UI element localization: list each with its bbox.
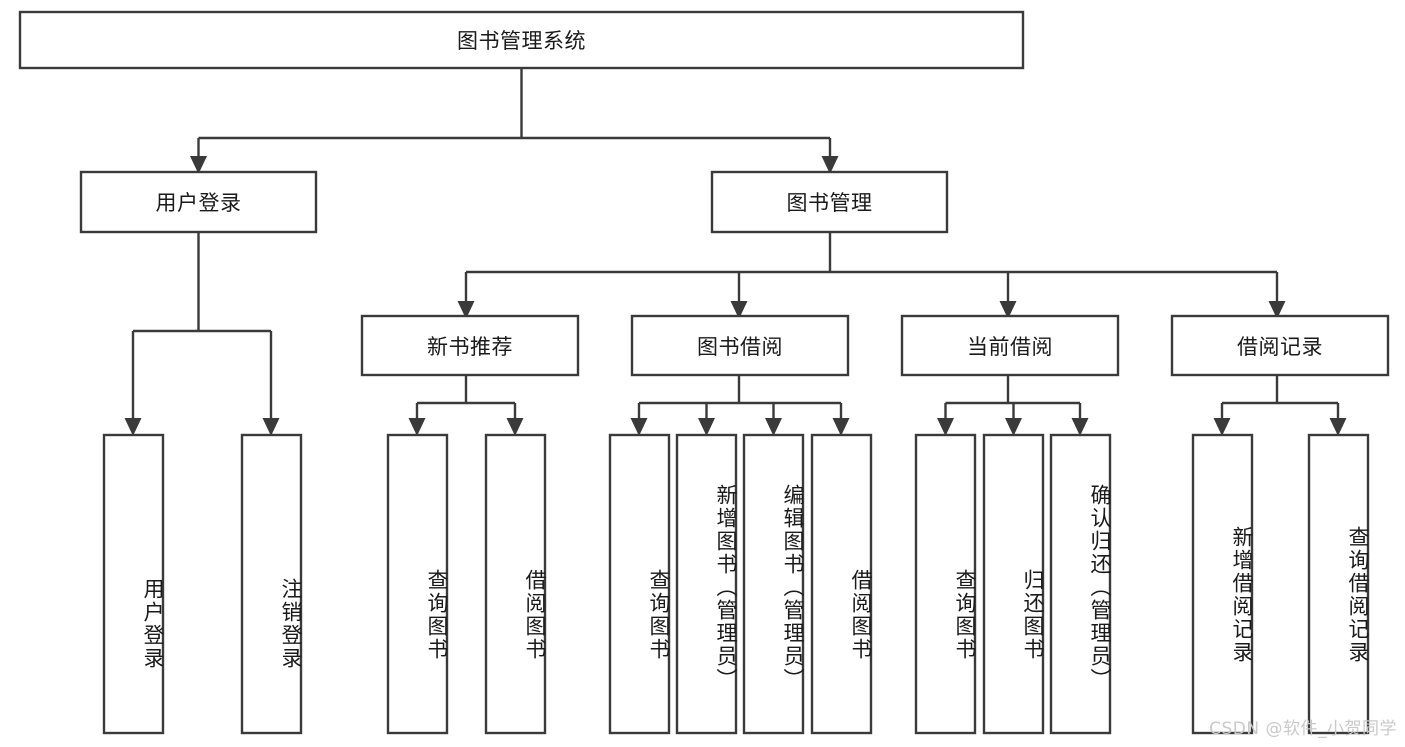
leaf-confirm-return-box[interactable] <box>1049 433 1112 735</box>
leaf-add-record-box[interactable] <box>1191 433 1254 735</box>
arrowhead-group <box>124 156 1347 436</box>
leaf-edit-book-box[interactable] <box>742 433 805 735</box>
leaf-user-login-box[interactable] <box>102 433 165 735</box>
leaf-borrow-book-2-box[interactable] <box>810 433 873 735</box>
leaf-user-logout-box[interactable] <box>240 433 303 735</box>
arrowhead-icon <box>698 418 715 436</box>
arrowhead-icon <box>999 301 1017 319</box>
arrowhead-icon <box>1071 418 1089 436</box>
node-borrow-record-box[interactable] <box>1170 314 1390 377</box>
node-root-box[interactable] <box>18 10 1025 70</box>
arrowhead-icon <box>630 418 648 436</box>
node-box-group <box>18 10 1390 735</box>
arrowhead-icon <box>821 156 839 174</box>
node-book-borrow-box[interactable] <box>630 314 850 377</box>
node-user-login-box[interactable] <box>79 170 318 234</box>
arrowhead-icon <box>832 418 850 436</box>
arrowhead-icon <box>190 156 207 174</box>
arrowhead-icon <box>262 418 280 436</box>
arrowhead-icon <box>765 418 782 436</box>
leaf-query-book-3-box[interactable] <box>914 433 977 735</box>
node-new-book-recommend-box[interactable] <box>360 314 580 377</box>
arrowhead-icon <box>937 418 954 436</box>
leaf-query-book-1-box[interactable] <box>386 433 449 735</box>
arrowhead-icon <box>506 418 524 436</box>
arrowhead-icon <box>1329 418 1347 436</box>
arrowhead-icon <box>457 301 475 319</box>
arrowhead-icon <box>408 418 426 436</box>
leaf-add-book-box[interactable] <box>675 433 738 735</box>
arrowhead-icon <box>124 418 142 436</box>
arrowhead-icon <box>730 301 748 319</box>
arrowhead-icon <box>1213 418 1231 436</box>
leaf-query-record-box[interactable] <box>1307 433 1370 735</box>
arrowhead-icon <box>1268 301 1286 319</box>
leaf-borrow-book-1-box[interactable] <box>484 433 547 735</box>
leaf-query-book-2-box[interactable] <box>608 433 671 735</box>
node-book-management-box[interactable] <box>710 170 949 234</box>
node-current-borrow-box[interactable] <box>900 314 1120 377</box>
leaf-return-book-box[interactable] <box>982 433 1045 735</box>
arrowhead-icon <box>1005 418 1022 436</box>
